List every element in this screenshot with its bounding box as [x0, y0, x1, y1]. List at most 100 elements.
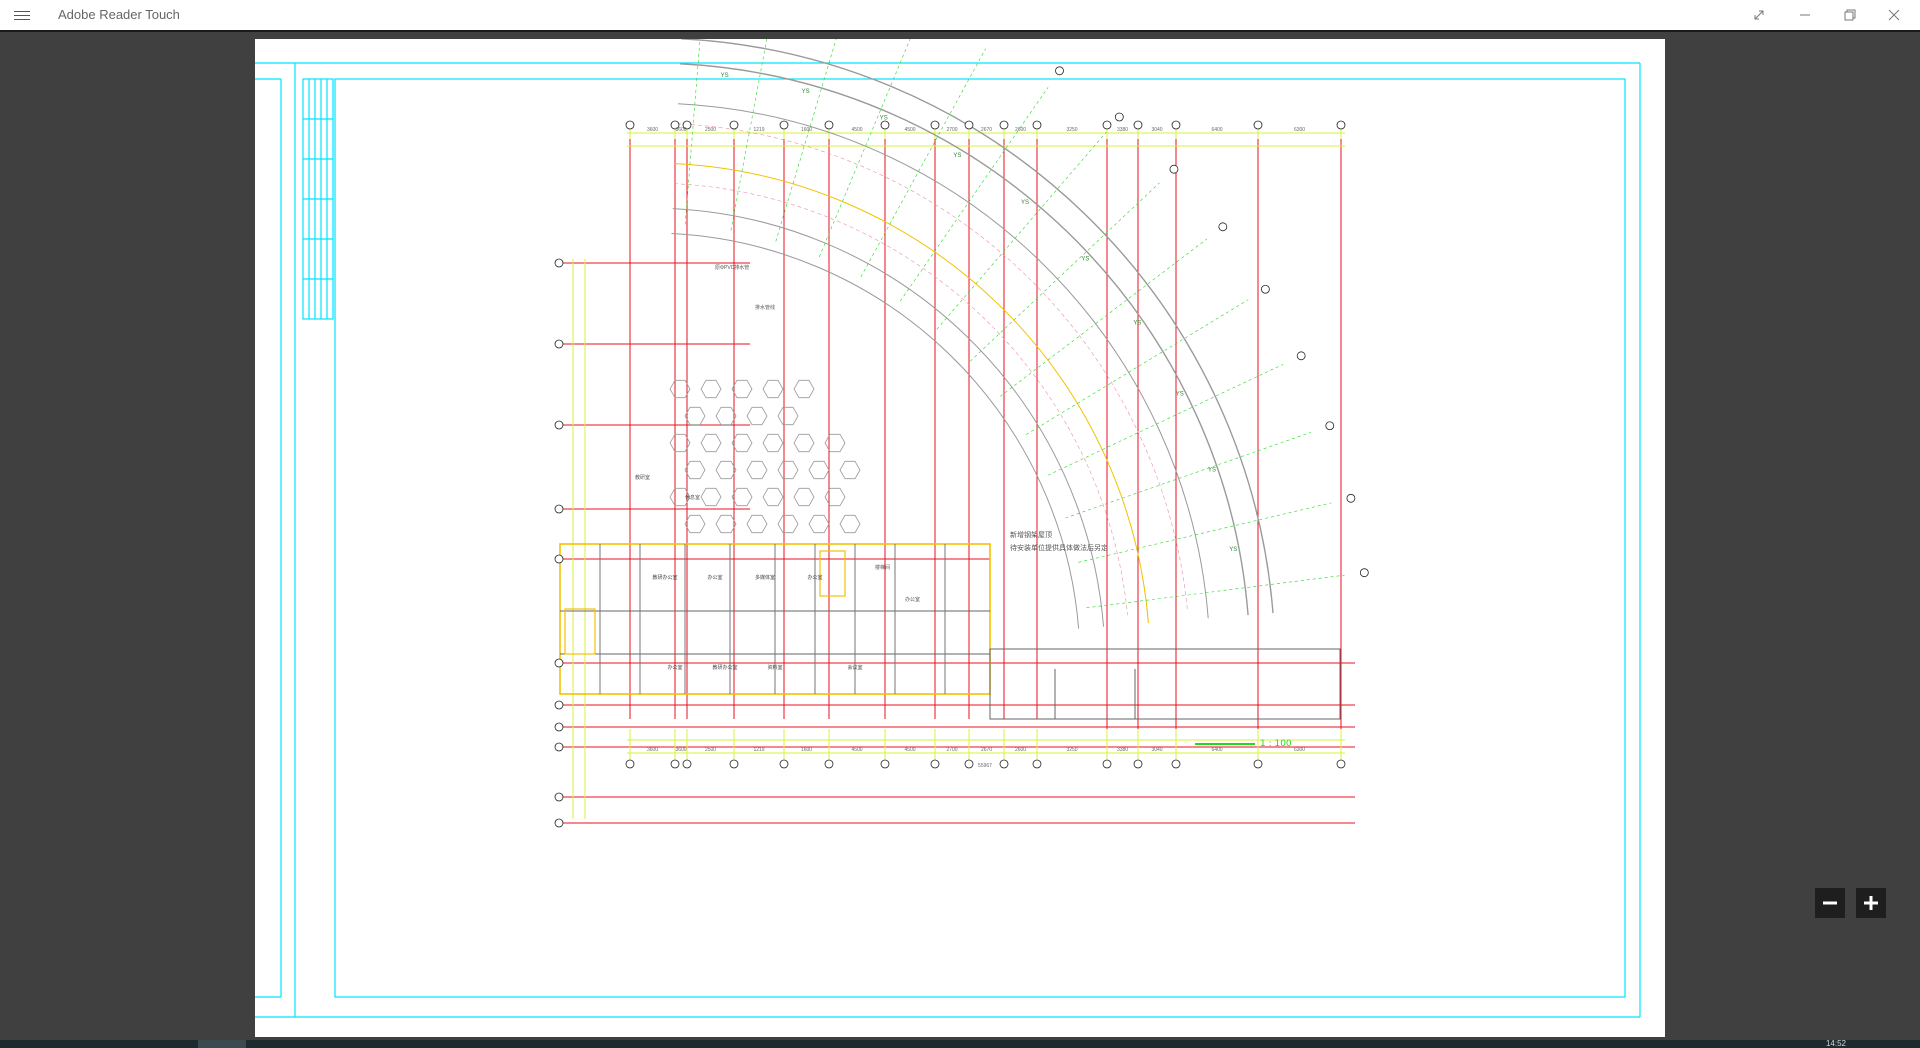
axis-bubble-top — [999, 120, 1009, 130]
dim-label-bottom: 3250 — [1066, 747, 1077, 753]
roof-arc — [679, 63, 1249, 616]
hex-cell — [700, 487, 722, 507]
dim-label-bottom: 4500 — [851, 747, 862, 753]
roof-arc — [681, 39, 1274, 614]
stair-left — [564, 608, 596, 655]
axis-bubble-left — [554, 700, 564, 710]
hex-cell — [777, 460, 799, 480]
fullscreen-icon[interactable] — [1747, 4, 1771, 26]
dim-label-bottom: 6400 — [1211, 747, 1222, 753]
ys-tag: YS — [880, 116, 888, 122]
axis-bubble-top — [824, 120, 834, 130]
radial-line — [684, 39, 701, 225]
restore-icon[interactable] — [1838, 4, 1862, 26]
dim-label-top: 3380 — [1117, 127, 1128, 133]
zoom-out-button[interactable] — [1815, 888, 1845, 918]
radial-line — [1025, 299, 1249, 435]
hex-cell — [684, 460, 706, 480]
note-label: 办公室 — [905, 596, 920, 603]
axis-bubble-radial — [1169, 164, 1179, 174]
axis-bubble-top — [682, 120, 692, 130]
roof-arc — [677, 103, 1209, 619]
axis-bubble-bottom — [880, 759, 890, 769]
ys-tag: YS — [1176, 391, 1184, 397]
axis-bubble-bottom — [964, 759, 974, 769]
axis-bubble-left — [554, 258, 564, 268]
note-label: 教研室 — [635, 474, 650, 481]
close-icon[interactable] — [1882, 4, 1906, 26]
title-bar: Adobe Reader Touch — [0, 0, 1920, 32]
axis-bubble-bottom — [779, 759, 789, 769]
dim-label-bottom: 4500 — [904, 747, 915, 753]
radial-line — [1086, 574, 1345, 609]
axis-bubble-radial — [1296, 351, 1306, 361]
dim-label-top: 2600 — [1015, 127, 1026, 133]
axis-bubble-top — [670, 120, 680, 130]
axis-bubble-left — [554, 818, 564, 828]
radial-line — [999, 238, 1208, 397]
axis-bubble-top — [1133, 120, 1143, 130]
room-label: 资料室 — [767, 664, 782, 671]
dim-label-bottom: 3600 — [675, 747, 686, 753]
hex-cell — [700, 379, 722, 399]
radial-line — [775, 39, 837, 242]
radial-line — [819, 39, 911, 257]
hex-cell — [793, 379, 815, 399]
hex-cell — [762, 379, 784, 399]
hamburger-menu-icon[interactable] — [14, 8, 30, 22]
hex-cell — [731, 487, 753, 507]
room-label: 办公室 — [807, 574, 822, 581]
total-dim-label: 55967 — [978, 763, 992, 769]
axis-bubble-radial — [1346, 493, 1356, 503]
axis-bubble-bottom — [1102, 759, 1112, 769]
dim-label-top: 4500 — [904, 127, 915, 133]
stair-right — [819, 550, 846, 597]
dimension-lines — [572, 121, 1345, 819]
hex-cell — [684, 514, 706, 534]
axis-bubble-bottom — [1133, 759, 1143, 769]
dim-label-top: 2500 — [705, 127, 716, 133]
axis-bubble-top — [1102, 120, 1112, 130]
radial-line — [860, 48, 986, 278]
axis-bubble-top — [625, 120, 635, 130]
taskbar-app-item[interactable] — [198, 1040, 246, 1048]
dim-label-top: 1600 — [801, 127, 812, 133]
axis-bubble-top — [1336, 120, 1346, 130]
hex-cell — [715, 406, 737, 426]
minimize-icon[interactable] — [1793, 4, 1817, 26]
axis-bubble-left — [554, 742, 564, 752]
axis-bubble-left — [554, 658, 564, 668]
hex-cell — [715, 460, 737, 480]
axis-bubble-bottom — [625, 759, 635, 769]
axis-bubble-bottom — [1171, 759, 1181, 769]
zoom-in-button[interactable] — [1856, 888, 1886, 918]
hex-cell — [777, 514, 799, 534]
room-label: 多媒体室 — [755, 574, 775, 581]
axis-bubble-top — [930, 120, 940, 130]
hex-cell — [700, 433, 722, 453]
roof-arc — [672, 208, 1105, 627]
hex-cell — [777, 406, 799, 426]
dim-label-top: 2700 — [946, 127, 957, 133]
radial-line — [936, 131, 1107, 330]
axis-bubble-top — [779, 120, 789, 130]
dim-label-bottom: 2500 — [705, 747, 716, 753]
ys-tag: YS — [1229, 547, 1237, 553]
dim-label-bottom: 1219 — [753, 747, 764, 753]
note-label: 排水管线 — [755, 304, 775, 311]
dim-label-top: 2670 — [981, 127, 992, 133]
dim-label-bottom: 6300 — [1294, 747, 1305, 753]
radial-line — [1047, 364, 1284, 476]
axis-bubble-left — [554, 504, 564, 514]
room-label: 教研办公室 — [652, 574, 677, 581]
axis-bubble-top — [729, 120, 739, 130]
roof-arc-dashed — [673, 183, 1128, 616]
hex-roof-pattern — [669, 379, 861, 534]
ys-tag: YS — [1208, 467, 1216, 473]
roof-arc-dashed — [676, 123, 1188, 610]
dim-label-bottom: 1600 — [801, 747, 812, 753]
hex-cell — [746, 406, 768, 426]
